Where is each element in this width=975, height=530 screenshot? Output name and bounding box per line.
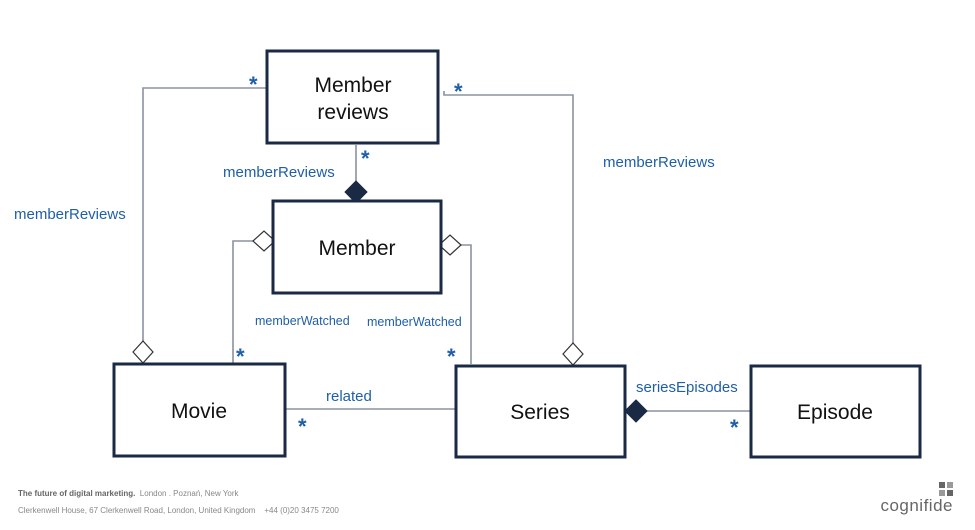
- aggregation-diamond-member-right: [438, 234, 462, 256]
- footer-tagline: The future of digital marketing.: [18, 489, 136, 498]
- footer-phone: +44 (0)20 3475 7200: [264, 506, 339, 515]
- brand-name: cognifide: [880, 496, 953, 515]
- role-label-movie-member-watched: memberWatched: [255, 314, 350, 328]
- multiplicity-movie-member: *: [236, 344, 245, 369]
- footer-cities: London . Poznań, New York: [139, 489, 239, 498]
- class-episode: Episode: [749, 364, 922, 459]
- class-series: Series: [454, 364, 627, 459]
- connector-movie-member: [232, 240, 253, 364]
- footer-tagline-line: The future of digital marketing. London …: [18, 489, 239, 498]
- role-label-series-episodes: seriesEpisodes: [636, 379, 738, 396]
- class-member-reviews-label-line2: reviews: [317, 101, 388, 124]
- role-label-right-member-reviews: memberReviews: [603, 154, 715, 171]
- class-episode-label: Episode: [797, 401, 873, 424]
- class-member-label: Member: [318, 237, 395, 260]
- aggregation-diamond-movie: [132, 340, 154, 364]
- class-series-label: Series: [510, 401, 570, 424]
- multiplicity-member-reviews-bottom: *: [361, 146, 370, 171]
- multiplicity-member-reviews-left: *: [249, 72, 258, 97]
- class-member: Member: [271, 199, 443, 295]
- role-label-related: related: [326, 388, 372, 405]
- multiplicity-series-member: *: [447, 344, 456, 369]
- class-member-reviews-label-line1: Member: [314, 74, 391, 97]
- multiplicity-member-reviews-right: *: [454, 79, 463, 104]
- cognifide-logo-icon: [939, 482, 953, 496]
- role-label-series-member-watched: memberWatched: [367, 315, 462, 329]
- class-movie-label: Movie: [171, 400, 227, 423]
- uml-diagram: Member reviews Member Movie Series Episo…: [14, 49, 922, 459]
- connector-series-member: [461, 244, 472, 364]
- footer-address-line: Clerkenwell House, 67 Clerkenwell Road, …: [18, 506, 339, 515]
- composition-diamond-series: [624, 399, 648, 423]
- aggregation-diamond-series: [562, 342, 584, 366]
- class-movie: Movie: [112, 362, 287, 458]
- connector-series-member-reviews: [443, 91, 574, 343]
- class-member-reviews: Member reviews: [265, 49, 440, 145]
- role-label-top-member-reviews: memberReviews: [223, 164, 335, 181]
- role-label-left-member-reviews: memberReviews: [14, 206, 126, 223]
- connector-movie-member-reviews: [142, 87, 267, 341]
- footer-address: Clerkenwell House, 67 Clerkenwell Road, …: [18, 506, 256, 515]
- multiplicity-episode: *: [730, 415, 739, 440]
- multiplicity-movie-related: *: [298, 414, 307, 439]
